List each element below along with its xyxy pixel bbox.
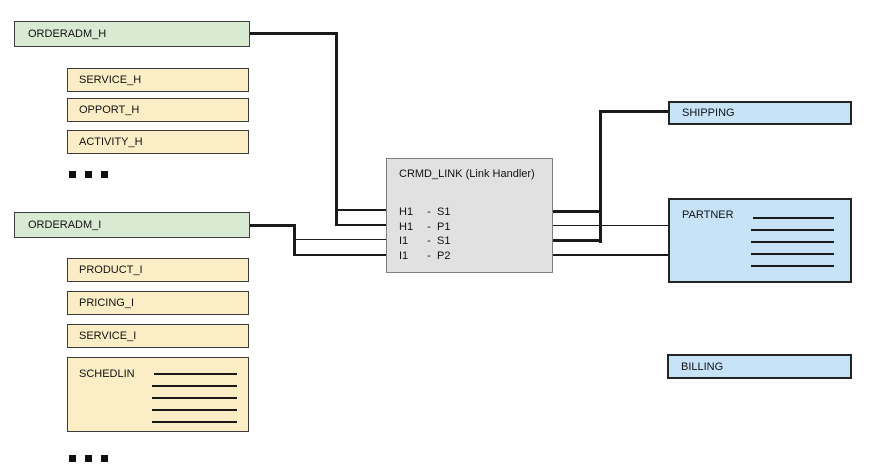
- node-pricing-i-label: PRICING_I: [79, 297, 135, 309]
- node-product-i-label: PRODUCT_I: [79, 264, 143, 276]
- link-row-to: P2: [437, 249, 451, 262]
- link-row: I1 -S1: [399, 234, 450, 249]
- node-orderadm-h: ORDERADM_H: [14, 21, 250, 47]
- connector-orderadm-i-down: [293, 224, 296, 256]
- link-row-to: S1: [437, 206, 451, 218]
- link-row-from: H1: [399, 220, 414, 233]
- link-row-from: H1: [399, 206, 414, 218]
- link-row-separator: -: [427, 249, 431, 262]
- node-partner-label: PARTNER: [682, 209, 734, 221]
- crmd-link-title: CRMD_LINK (Link Handler): [399, 168, 535, 180]
- connector-h1-s1-in: [335, 209, 386, 211]
- node-product-i: PRODUCT_I: [67, 258, 249, 282]
- link-row: I1 -P2: [399, 249, 450, 264]
- link-row-from: I1: [399, 249, 409, 262]
- field-line: [152, 409, 237, 411]
- node-orderadm-i: ORDERADM_I: [14, 212, 250, 238]
- connector-i1-s1-in: [293, 239, 386, 240]
- connector-h1-p1-partner: [553, 225, 668, 226]
- crmd-link-rows: H1-S1 H1-P1 I1-S1 I1-P2: [399, 205, 450, 263]
- node-opport-h: OPPORT_H: [67, 98, 249, 122]
- connector-h1-s1-out: [553, 210, 602, 213]
- node-service-h: SERVICE_H: [67, 68, 249, 92]
- node-activity-h-label: ACTIVITY_H: [79, 136, 143, 148]
- node-shipping-label: SHIPPING: [682, 107, 735, 119]
- dot-icon: [101, 171, 108, 178]
- connector-h1-p1-in: [335, 224, 386, 226]
- connector-orderadm-h-down: [335, 32, 338, 226]
- node-schedlin: SCHEDLIN: [67, 357, 249, 432]
- node-billing: BILLING: [667, 354, 852, 379]
- link-row: H1-P1: [399, 220, 450, 235]
- ellipsis-top-icon: [69, 171, 108, 178]
- node-crmd-link: CRMD_LINK (Link Handler) H1-S1 H1-P1 I1-…: [386, 158, 553, 273]
- node-billing-label: BILLING: [681, 360, 724, 373]
- dot-icon: [101, 455, 108, 462]
- field-line: [753, 217, 834, 219]
- link-row-separator: -: [427, 235, 431, 247]
- connector-orderadm-h-out: [250, 32, 338, 35]
- field-line: [751, 241, 834, 243]
- node-orderadm-h-label: ORDERADM_H: [28, 28, 107, 40]
- field-line: [751, 253, 834, 255]
- connector-i1-p2-partner: [553, 254, 668, 256]
- link-row-separator: -: [427, 206, 431, 218]
- node-activity-h: ACTIVITY_H: [67, 130, 249, 154]
- link-row-separator: -: [427, 220, 431, 233]
- field-line: [152, 385, 237, 387]
- dot-icon: [69, 455, 76, 462]
- dot-icon: [85, 171, 92, 178]
- node-orderadm-i-label: ORDERADM_I: [28, 219, 102, 231]
- node-schedlin-label: SCHEDLIN: [79, 368, 135, 380]
- connector-i1-p2-in: [293, 254, 386, 256]
- node-partner: PARTNER: [668, 198, 852, 283]
- link-row-from: I1: [399, 235, 409, 247]
- field-line: [152, 421, 237, 423]
- connector-shipping-riser: [599, 110, 602, 243]
- dot-icon: [69, 171, 76, 178]
- connector-orderadm-i-out: [250, 224, 296, 227]
- field-line: [154, 373, 237, 375]
- field-line: [751, 265, 834, 267]
- dot-icon: [85, 455, 92, 462]
- node-pricing-i: PRICING_I: [67, 291, 249, 315]
- link-row: H1 -S1: [399, 205, 450, 220]
- node-service-i: SERVICE_I: [67, 324, 249, 348]
- link-row-to: P1: [437, 220, 451, 233]
- node-opport-h-label: OPPORT_H: [79, 104, 140, 116]
- node-service-i-label: SERVICE_I: [79, 330, 137, 342]
- node-service-h-label: SERVICE_H: [79, 74, 142, 86]
- field-line: [152, 397, 237, 399]
- node-shipping: SHIPPING: [668, 101, 852, 125]
- connector-i1-s1-out: [553, 239, 602, 242]
- field-line: [751, 229, 834, 231]
- connector-shipping-in: [599, 110, 668, 113]
- ellipsis-bottom-icon: [69, 455, 108, 462]
- link-row-to: S1: [437, 235, 451, 247]
